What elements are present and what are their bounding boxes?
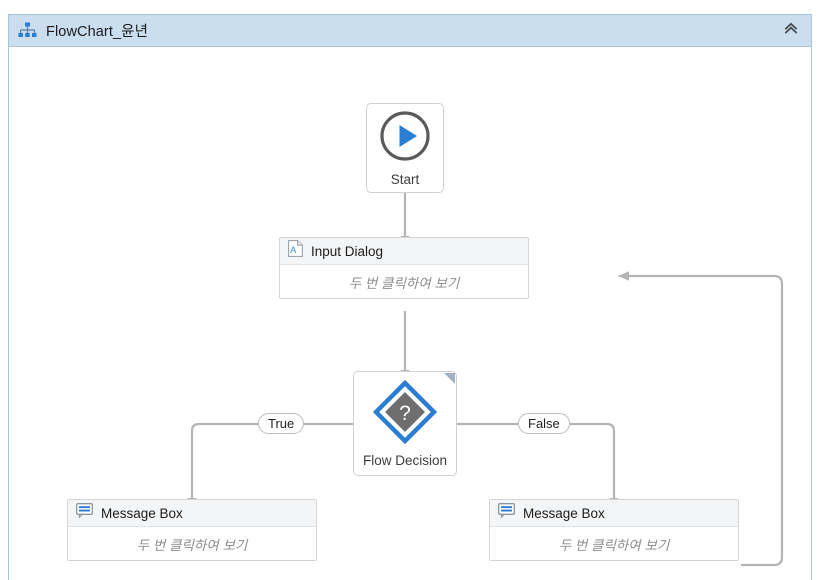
node-message-box-true-hint: 두 번 클릭하여 보기 xyxy=(136,537,248,553)
node-input-dialog-title: Input Dialog xyxy=(311,243,384,259)
collapsed-marker-icon xyxy=(444,373,455,384)
node-message-box-false-header: Message Box xyxy=(490,500,738,527)
chevron-double-up-icon xyxy=(783,20,799,41)
node-message-box-true-body[interactable]: 두 번 클릭하여 보기 xyxy=(68,527,316,560)
speech-bubble-icon xyxy=(76,503,93,523)
node-message-box-true[interactable]: Message Box 두 번 클릭하여 보기 xyxy=(67,499,317,561)
node-start-label: Start xyxy=(390,172,420,187)
document-a-icon: A xyxy=(288,240,303,262)
node-message-box-false-body[interactable]: 두 번 클릭하여 보기 xyxy=(490,527,738,560)
node-message-box-false-hint: 두 번 클릭하여 보기 xyxy=(558,537,670,553)
node-message-box-true-header: Message Box xyxy=(68,500,316,527)
branch-label-false[interactable]: False xyxy=(518,413,570,434)
page-title: FlowChart_윤년 xyxy=(46,24,149,40)
node-input-dialog-body[interactable]: 두 번 클릭하여 보기 xyxy=(280,265,528,298)
node-message-box-true-title: Message Box xyxy=(101,505,183,521)
connector-decision-false xyxy=(457,422,614,499)
collapse-button[interactable] xyxy=(780,20,802,42)
node-message-box-false[interactable]: Message Box 두 번 클릭하여 보기 xyxy=(489,499,739,561)
play-circle-icon xyxy=(378,109,432,168)
node-message-box-false-title: Message Box xyxy=(523,505,605,521)
branch-label-true[interactable]: True xyxy=(258,413,305,434)
designer-title-bar: FlowChart_윤년 xyxy=(9,15,811,47)
connector-decision-true xyxy=(192,422,353,499)
svg-text:?: ? xyxy=(399,402,411,425)
node-input-dialog-hint: 두 번 클릭하여 보기 xyxy=(348,275,460,291)
node-start[interactable]: Start xyxy=(366,103,444,193)
speech-bubble-icon xyxy=(498,503,515,523)
connector-loop-back-arrowhead xyxy=(618,271,629,281)
svg-text:A: A xyxy=(290,245,296,255)
question-diamond-icon: ? xyxy=(372,379,438,449)
flowchart-designer-panel: FlowChart_윤년 xyxy=(8,14,812,580)
node-input-dialog[interactable]: A Input Dialog 두 번 클릭하여 보기 xyxy=(279,237,529,299)
flowchart-canvas[interactable]: Start A Input Dialog 두 번 클릭하여 보기 xyxy=(9,47,811,580)
node-flow-decision-label: Flow Decision xyxy=(362,452,448,468)
node-flow-decision[interactable]: ? Flow Decision xyxy=(353,371,457,476)
hierarchy-icon xyxy=(18,21,37,40)
node-input-dialog-header: A Input Dialog xyxy=(280,238,528,265)
